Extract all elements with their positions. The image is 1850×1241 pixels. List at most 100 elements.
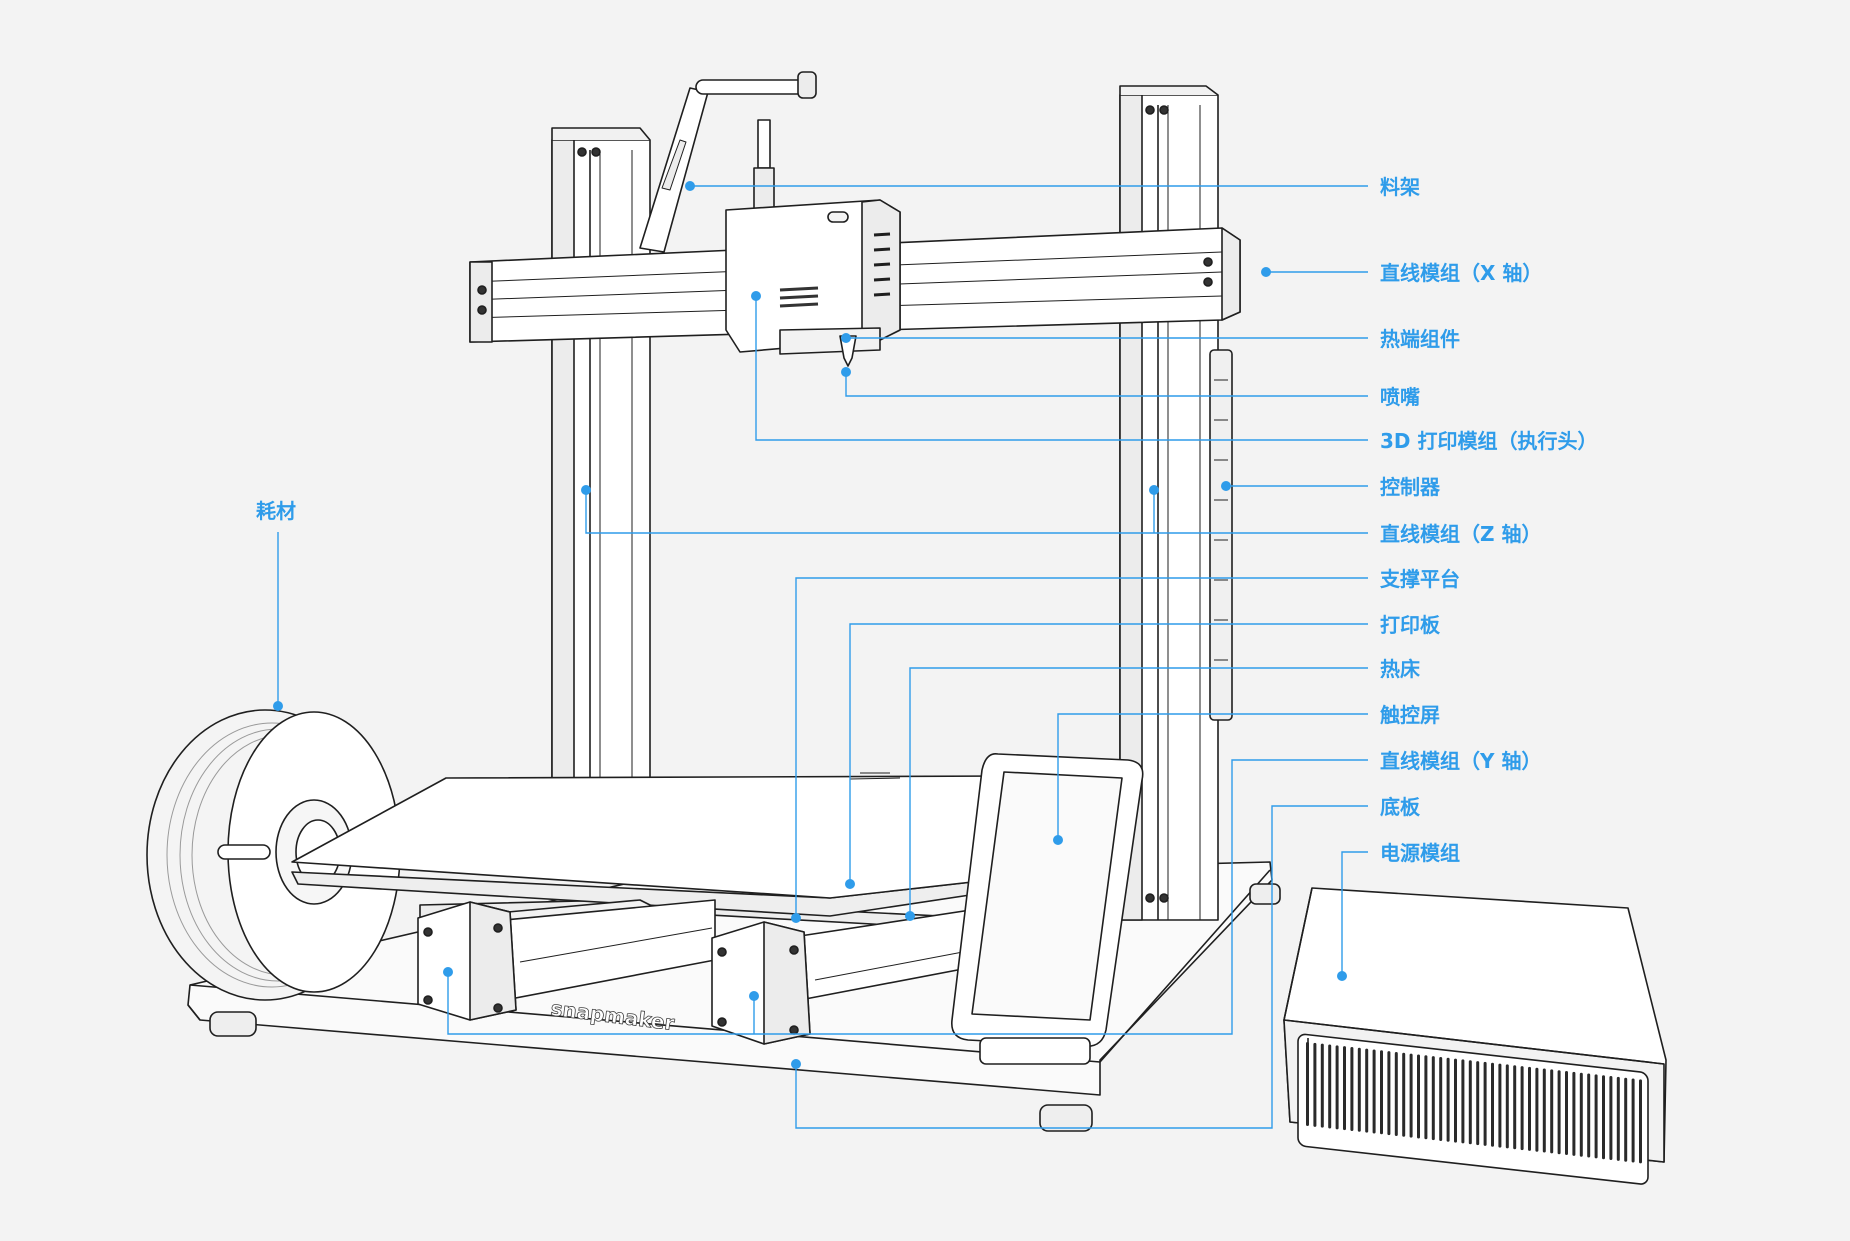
callout-dot <box>905 911 915 921</box>
label-print-sheet: 打印板 <box>1380 613 1441 637</box>
vent-slot <box>1624 1077 1628 1162</box>
power-supply-vents <box>1306 1042 1642 1164</box>
filament-holder-arm <box>640 72 816 252</box>
vent-slot <box>1594 1074 1598 1159</box>
vent-slot <box>1513 1065 1517 1150</box>
callout-dot <box>751 291 761 301</box>
print-head-module <box>726 120 900 366</box>
vent-slot <box>1372 1049 1376 1134</box>
vent-slot <box>1335 1045 1339 1130</box>
callout-dots <box>273 181 1347 1069</box>
vent-slot <box>1602 1075 1605 1160</box>
vent-slot <box>1542 1068 1546 1153</box>
callout-dot <box>1053 835 1063 845</box>
vent-slot <box>1306 1042 1309 1126</box>
callout-line-y-axis <box>447 759 1368 1035</box>
vent-slot <box>1476 1061 1480 1146</box>
callout-line-power-module <box>1341 851 1368 976</box>
label-touchscreen: 触控屏 <box>1380 703 1440 727</box>
vent-slot <box>1365 1048 1369 1133</box>
label-z-axis-module: 直线模组（Z 轴） <box>1380 522 1541 546</box>
vent-slot <box>1313 1042 1317 1127</box>
vent-slot <box>1320 1043 1324 1128</box>
vent-slot <box>1579 1072 1583 1157</box>
vent-slot <box>1639 1079 1642 1164</box>
callout-dot <box>791 1059 801 1069</box>
callout-line-touchscreen <box>1057 713 1368 840</box>
vent-slot <box>1520 1066 1524 1151</box>
callout-dot <box>685 181 695 191</box>
label-power-module: 电源模组 <box>1380 841 1460 865</box>
callout-line-support-platform <box>795 577 1368 918</box>
vent-slot <box>1380 1050 1383 1135</box>
label-print-head: 3D 打印模组（执行头） <box>1380 429 1597 453</box>
callout-dot <box>273 701 283 711</box>
vent-slot <box>1350 1046 1354 1131</box>
callout-dot <box>1337 971 1347 981</box>
vent-slot <box>1402 1052 1406 1137</box>
callout-line-z-axis <box>585 490 1368 534</box>
vent-slot <box>1572 1071 1576 1156</box>
vent-slot <box>1483 1061 1487 1146</box>
vent-slot <box>1446 1057 1450 1142</box>
controller-unit <box>1210 350 1232 720</box>
callout-dot <box>581 485 591 495</box>
vent-slot <box>1550 1069 1554 1154</box>
callout-lines <box>277 185 1368 1129</box>
vent-slot <box>1616 1076 1620 1161</box>
callout-dot <box>1149 485 1159 495</box>
label-heated-bed: 热床 <box>1380 657 1421 681</box>
vent-slot <box>1357 1047 1361 1132</box>
label-filament: 耗材 <box>256 499 296 523</box>
vent-slot <box>1557 1070 1561 1155</box>
callout-dot <box>749 991 759 1001</box>
vent-slot <box>1431 1056 1435 1141</box>
label-filament-holder: 料架 <box>1380 175 1420 199</box>
label-x-axis-module: 直线模组（X 轴） <box>1380 261 1542 285</box>
left-z-column <box>552 128 650 800</box>
callout-dot <box>841 333 851 343</box>
vent-slot <box>1394 1051 1398 1136</box>
vent-slot <box>1417 1054 1420 1139</box>
vent-slot <box>1609 1076 1613 1161</box>
y-axis-motor-right <box>712 922 810 1044</box>
callout-dot <box>841 367 851 377</box>
vent-slot <box>1565 1071 1568 1156</box>
y-axis-motor-left <box>418 902 516 1020</box>
touchscreen <box>952 754 1143 1064</box>
callout-dot <box>845 879 855 889</box>
callout-dot <box>1221 481 1231 491</box>
vent-slot <box>1468 1060 1472 1145</box>
vent-slot <box>1424 1055 1428 1140</box>
callout-line-heated-bed <box>909 667 1368 916</box>
vent-slot <box>1328 1044 1332 1129</box>
callout-labels: 料架 直线模组（X 轴） 热端组件 喷嘴 3D 打印模组（执行头） 控制器 直线… <box>256 175 1597 865</box>
vent-slot <box>1409 1053 1413 1138</box>
vent-slot <box>1454 1058 1457 1143</box>
callout-dot <box>443 967 453 977</box>
label-support-platform: 支撑平台 <box>1380 567 1460 591</box>
label-controller: 控制器 <box>1380 475 1441 499</box>
vent-slot <box>1387 1051 1391 1136</box>
vent-slot <box>1491 1062 1494 1147</box>
label-base-plate: 底板 <box>1380 795 1421 819</box>
vent-slot <box>1631 1078 1635 1163</box>
vent-slot <box>1498 1063 1502 1148</box>
vent-slot <box>1343 1046 1346 1131</box>
label-nozzle: 喷嘴 <box>1380 385 1420 409</box>
label-y-axis-module: 直线模组（Y 轴） <box>1380 749 1541 773</box>
vent-slot <box>1439 1056 1443 1141</box>
vent-slot <box>1505 1064 1509 1149</box>
vent-slot <box>1587 1073 1591 1158</box>
callout-line-base-plate <box>795 805 1368 1129</box>
vent-slot <box>1461 1059 1465 1144</box>
callout-line-print-head <box>755 296 1368 441</box>
vent-slot <box>1535 1067 1539 1152</box>
callout-line-print-sheet <box>849 623 1368 884</box>
callout-dot <box>791 913 801 923</box>
callout-dot <box>1261 267 1271 277</box>
label-hot-end: 热端组件 <box>1380 327 1460 351</box>
vent-slot <box>1528 1066 1531 1151</box>
callout-line-nozzle <box>845 372 1368 397</box>
